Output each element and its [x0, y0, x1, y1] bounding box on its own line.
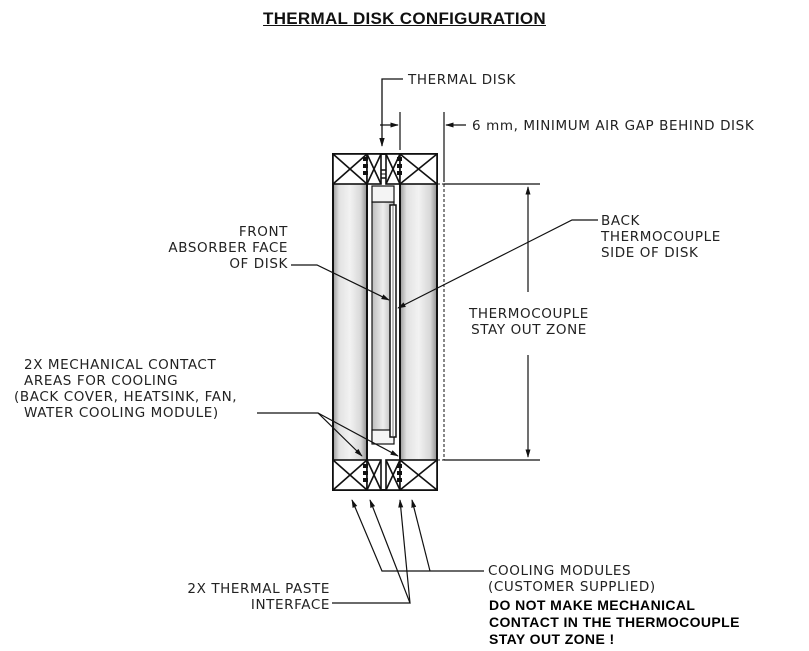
stay-out-zone-line-1: THERMOCOUPLE [469, 306, 589, 322]
thermal-paste-label: 2X THERMAL PASTE INTERFACE [150, 581, 330, 613]
cooling-modules-leaders [351, 499, 484, 572]
warning-line-2: CONTACT IN THE THERMOCOUPLE [489, 614, 740, 630]
air-gap-dimension [380, 112, 466, 182]
contact-areas-line-2: AREAS FOR COOLING [24, 373, 179, 389]
thermal-paste-leaders [332, 499, 411, 604]
back-side-label: BACK THERMOCOUPLE SIDE OF DISK [601, 213, 721, 261]
warning-line-3: STAY OUT ZONE ! [489, 631, 615, 647]
back-side-line-3: SIDE OF DISK [601, 245, 699, 261]
front-face-label: FRONT ABSORBER FACE OF DISK [130, 224, 288, 272]
back-side-line-2: THERMOCOUPLE [601, 229, 721, 245]
stay-out-zone-line-2: STAY OUT ZONE [471, 322, 587, 338]
contact-areas-line-3: (BACK COVER, HEATSINK, FAN, [14, 389, 238, 405]
front-face-line-1: FRONT [238, 224, 288, 240]
thermal-paste-line-1: 2X THERMAL PASTE [187, 581, 330, 597]
stay-out-zone-label: THERMOCOUPLE STAY OUT ZONE [448, 306, 610, 338]
seal-blocks [332, 153, 438, 491]
back-side-line-1: BACK [601, 213, 640, 229]
contact-areas-line-4: WATER COOLING MODULE) [24, 405, 219, 421]
contact-areas-line-1: 2X MECHANICAL CONTACT [24, 357, 217, 373]
cooling-modules-line-2: (CUSTOMER SUPPLIED) [488, 579, 656, 595]
contact-areas-leaders [257, 412, 399, 457]
thermal-paste-dots [363, 157, 402, 482]
cooling-modules-line-1: COOLING MODULES [488, 563, 632, 579]
air-gap-label: 6 mm, MINIMUM AIR GAP BEHIND DISK [472, 118, 755, 134]
front-face-line-2: ABSORBER FACE [168, 240, 288, 256]
thermal-disk [389, 204, 397, 438]
diagram-title: THERMAL DISK CONFIGURATION [263, 9, 546, 28]
front-face-leader [291, 264, 390, 301]
thermal-paste-line-2: INTERFACE [250, 597, 330, 613]
right-cooling-module [399, 153, 438, 491]
warning-note: DO NOT MAKE MECHANICAL CONTACT IN THE TH… [489, 597, 740, 648]
left-cooling-module [332, 153, 368, 491]
air-gap-outline [437, 183, 445, 461]
warning-line-1: DO NOT MAKE MECHANICAL [489, 597, 696, 613]
front-face-line-3: OF DISK [229, 256, 288, 272]
cooling-modules-label: COOLING MODULES (CUSTOMER SUPPLIED) [488, 563, 656, 595]
back-side-leader [397, 219, 598, 309]
contact-areas-label: 2X MECHANICAL CONTACT AREAS FOR COOLING … [14, 357, 237, 421]
thermal-disk-label: THERMAL DISK [408, 72, 517, 88]
thermal-disk-leader [379, 78, 403, 147]
stay-out-zone-dimension [444, 183, 540, 461]
